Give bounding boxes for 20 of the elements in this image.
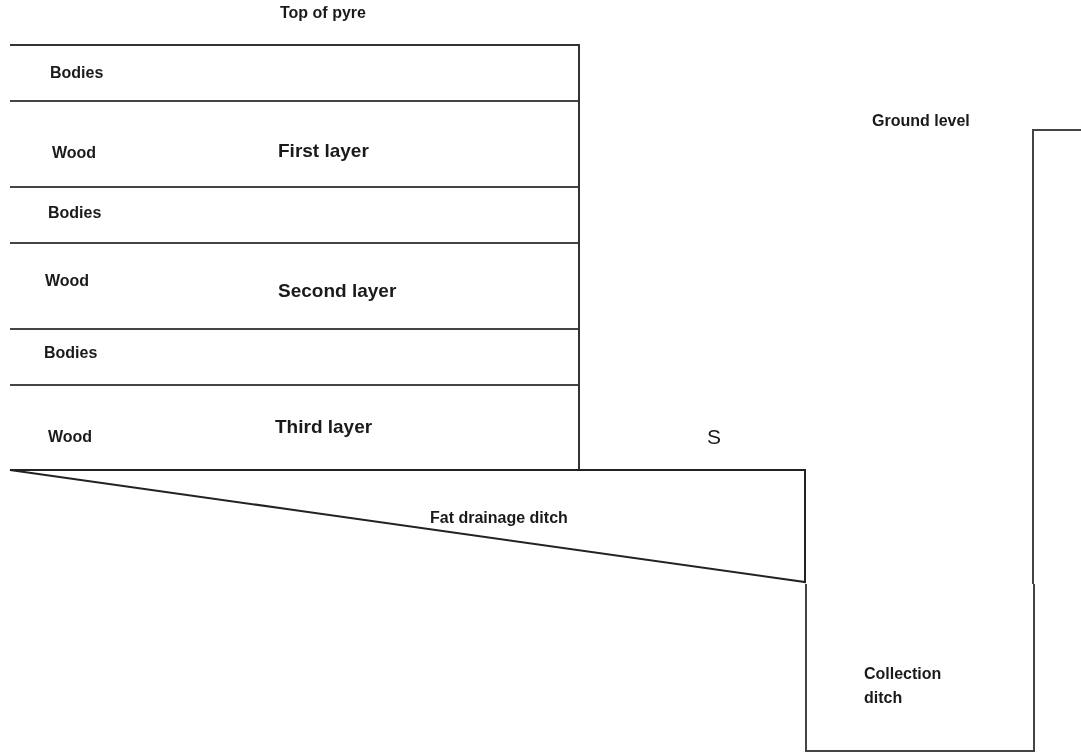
pyre-layer-band (10, 186, 580, 244)
pyre-layer-band (10, 44, 580, 102)
material-label: Bodies (50, 64, 104, 82)
ditch-label: Collection ditch (864, 664, 943, 708)
ground-level-label: Ground level (872, 112, 970, 130)
ditch-label: Fat drainage ditch (430, 509, 568, 527)
section-letter: S (707, 425, 721, 449)
layer-label: First layer (278, 140, 369, 162)
material-label: Wood (45, 272, 90, 290)
pyre-layer-band (10, 100, 580, 188)
pyre-layer-band (10, 328, 580, 386)
material-label: Wood (48, 428, 93, 446)
pyre-layer-band (10, 242, 580, 330)
material-label: Bodies (48, 204, 102, 222)
layer-label: Second layer (278, 280, 397, 302)
material-label: Bodies (44, 344, 98, 362)
material-label: Wood (52, 144, 97, 162)
top-label: Top of pyre (280, 4, 366, 22)
layer-label: Third layer (275, 416, 373, 438)
collection-ditch-pit (805, 584, 1035, 752)
